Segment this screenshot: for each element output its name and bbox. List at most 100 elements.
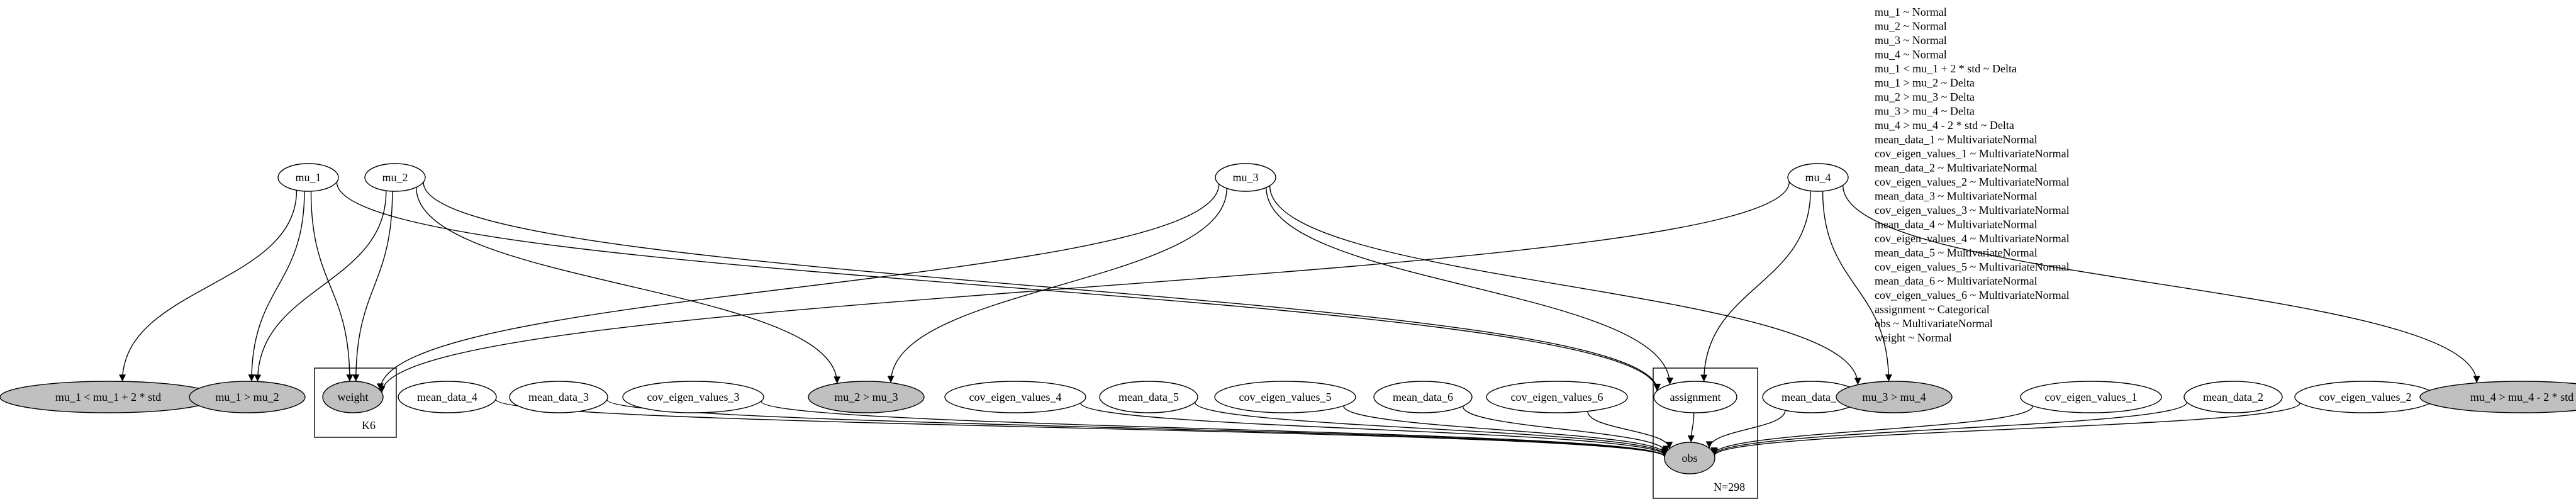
node-ellipse [398,381,497,413]
node-ellipse [1664,442,1715,474]
edge-cov-eigen-values-6-to-obs [1587,411,1673,449]
node-assignment: assignment [1653,381,1737,413]
node-label: obs [1681,452,1697,464]
legend-line: mu_4 > mu_4 - 2 * std ~ Delta [1875,119,2014,132]
legend-line: mean_data_2 ~ MultivariateNormal [1875,162,2038,174]
node-obs: obs [1664,442,1715,474]
node-cov-eigen-values-6: cov_eigen_values_6 [1486,381,1628,413]
node-label: mu_1 [295,171,321,184]
edge-mu-1-to-assignment [336,182,1661,391]
node-label: mu_4 > mu_4 - 2 * std [2470,391,2573,403]
legend-line: mu_1 < mu_1 + 2 * std ~ Delta [1875,62,2017,75]
node-ellipse [277,163,339,192]
node-label: mean_data_1 [1781,391,1842,403]
node-label: mean_data_2 [2203,391,2263,403]
node-ellipse [944,381,1086,413]
node-label: mu_1 < mu_1 + 2 * std [55,391,161,403]
node-ellipse [1486,381,1628,413]
node-ellipse [622,381,764,413]
node-ellipse [509,381,608,413]
node-cov-eigen-values-3: cov_eigen_values_3 [622,381,764,413]
node-label: cov_eigen_values_2 [2319,391,2412,403]
node-label: mean_data_6 [1393,391,1453,403]
edge-mean-data-6-to-obs [1462,406,1670,453]
node-label: mean_data_3 [528,391,589,403]
legend-line: mu_2 > mu_3 ~ Delta [1875,91,1975,103]
legend-line: mean_data_3 ~ MultivariateNormal [1875,190,2038,203]
edge-mean-data-1-to-obs [1705,410,1786,449]
legend-line: cov_eigen_values_6 ~ MultivariateNormal [1875,289,2070,301]
edge-mu-2-to-c-mu1-gt-mu2 [254,191,387,382]
distribution-legend: mu_1 ~ Normal mu_2 ~ Normal mu_3 ~ Norma… [1875,6,2070,344]
node-ellipse [2020,381,2162,413]
node-mean-data-5: mean_data_5 [1099,381,1198,413]
node-mean-data-2: mean_data_2 [2183,381,2283,413]
node-ellipse [1787,163,1849,192]
node-c-mu2-gt-mu3: mu_2 > mu_3 [808,381,925,413]
node-label: cov_eigen_values_3 [647,391,740,403]
edge-mu-4-to-weight [378,181,1790,393]
legend-line: mu_3 > mu_4 ~ Delta [1875,105,1975,118]
plate-n298: N=298 [1653,367,1758,499]
node-label: cov_eigen_values_4 [969,391,1062,403]
node-ellipse [364,163,426,192]
node-label: weight [338,391,369,403]
node-ellipse [808,381,925,413]
legend-line: mu_3 ~ Normal [1875,34,1947,47]
legend-line: assignment ~ Categorical [1875,303,1990,316]
node-ellipse [1214,381,1356,413]
node-label: mu_1 > mu_2 [215,391,279,403]
legend-line: cov_eigen_values_3 ~ MultivariateNormal [1875,204,2070,216]
node-mean-data-4: mean_data_4 [398,381,497,413]
node-mu-2: mu_2 [364,163,426,192]
edge-mu-3-to-c-mu2-gt-mu3 [887,188,1227,383]
node-ellipse [1653,381,1737,413]
node-ellipse [1099,381,1198,413]
legend-line: mu_4 ~ Normal [1875,48,1947,61]
node-ellipse [1215,163,1276,192]
plate-k6-label: K6 [362,419,376,432]
legend-line: mean_data_6 ~ MultivariateNormal [1875,275,2038,288]
edge-cov-eigen-values-2-to-obs [1711,403,2300,456]
node-label: mu_2 [382,171,408,184]
node-ellipse [1373,381,1473,413]
edge-mu-2-to-weight [352,191,393,382]
edge-mean-data-2-to-obs [1711,402,2188,456]
edge-mean-data-5-to-obs [1194,402,1668,456]
edge-mu-4-to-c-mu3-gt-mu4 [1822,191,1892,382]
plate-k6: K6 [314,367,397,438]
legend-line: mean_data_1 ~ MultivariateNormal [1875,133,2038,146]
node-ellipse [1836,381,1953,413]
node-ellipse [189,381,306,413]
edge-cov-eigen-values-3-to-obs [761,401,1668,457]
legend-line: obs ~ MultivariateNormal [1875,317,1993,330]
edge-mu-3-to-assignment [1266,188,1673,385]
node-label: mu_2 > mu_3 [834,391,898,403]
plate-n298-label: N=298 [1714,481,1745,493]
node-mu-1: mu_1 [277,163,339,192]
edge-mu-1-to-c-mu1-lt [119,190,298,382]
node-cov-eigen-values-2: cov_eigen_values_2 [2294,381,2436,413]
node-ellipse [322,381,384,413]
node-label: assignment [1670,391,1721,403]
node-ellipse [2419,381,2576,413]
node-label: mean_data_4 [417,391,477,403]
node-cov-eigen-values-1: cov_eigen_values_1 [2020,381,2162,413]
edge-cov-eigen-values-5-to-obs [1343,405,1669,455]
edge-mu-1-to-weight [310,191,354,382]
edge-mu-2-to-c-mu2-gt-mu3 [415,187,841,384]
node-label: mu_3 [1232,171,1258,184]
node-mean-data-1: mean_data_1 [1762,381,1861,413]
legend-line: weight ~ Normal [1875,332,1952,344]
node-label: cov_eigen_values_1 [2045,391,2138,403]
edge-mu-3-to-weight [376,184,1220,391]
node-label: mu_3 > mu_4 [1862,391,1926,403]
legend-line: mu_2 ~ Normal [1875,20,1947,33]
edge-mu-3-to-c-mu3-gt-mu4 [1269,186,1861,385]
node-cov-eigen-values-5: cov_eigen_values_5 [1214,381,1356,413]
edge-mu-4-to-c-mu4-gt [1842,185,2480,383]
node-c-mu1-gt-mu2: mu_1 > mu_2 [189,381,306,413]
node-cov-eigen-values-4: cov_eigen_values_4 [944,381,1086,413]
